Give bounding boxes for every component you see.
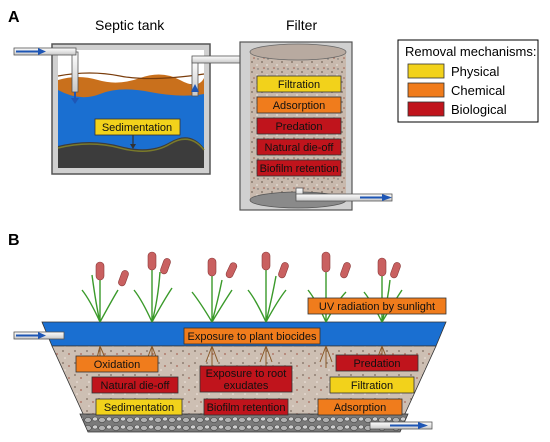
filter-mechanisms: Filtration Adsorption Predation Natural … xyxy=(256,75,342,177)
filter-label-biofilm-retention: Biofilm retention xyxy=(260,163,339,175)
legend-swatch-biological xyxy=(407,101,445,117)
filter-box-adsorption xyxy=(256,96,342,114)
natural-die-off-box xyxy=(91,376,179,394)
septic-tank xyxy=(51,43,211,175)
septic-tank-title: Septic tank xyxy=(95,17,165,33)
natural-die-off-label: Natural die-off xyxy=(101,380,171,392)
plant-biocides-box xyxy=(183,327,321,345)
legend-swatch-physical xyxy=(407,63,445,79)
filtration-b-box xyxy=(329,376,415,394)
septic-sedimentation-label: Sedimentation xyxy=(102,122,172,134)
root-exudates-label-1: Exposure to root xyxy=(206,368,287,380)
filter-label-filtration: Filtration xyxy=(278,79,320,91)
legend: Removal mechanisms: Physical Chemical Bi… xyxy=(397,39,539,123)
sedimentation-b-label: Sedimentation xyxy=(104,402,174,414)
uv-label: UV radiation by sunlight xyxy=(319,301,435,313)
plant-biocides-label: Exposure to plant biocides xyxy=(187,331,317,343)
predation-b-label: Predation xyxy=(353,358,400,370)
filter-box-predation xyxy=(256,117,342,135)
adsorption-b-label: Adsorption xyxy=(334,402,387,414)
filter-box-natural-die-off xyxy=(256,138,342,156)
legend-label-biological: Biological xyxy=(451,102,507,117)
filter-label-adsorption: Adsorption xyxy=(273,100,326,112)
oxidation-box xyxy=(75,355,159,373)
cattail-heads xyxy=(95,251,401,287)
filter-title: Filter xyxy=(286,17,317,33)
legend-title: Removal mechanisms: xyxy=(405,44,537,59)
root-exudates-box xyxy=(199,365,293,393)
legend-label-chemical: Chemical xyxy=(451,83,505,98)
septic-sedimentation-box xyxy=(94,118,181,136)
root-exudates-label-2: exudates xyxy=(224,380,269,392)
biofilm-label: Biofilm retention xyxy=(207,402,286,414)
biofilm-box xyxy=(203,398,289,416)
filtration-b-label: Filtration xyxy=(351,380,393,392)
inlet-pipe-b xyxy=(13,331,65,340)
oxidation-label: Oxidation xyxy=(94,359,140,371)
predation-b-box xyxy=(335,354,419,372)
outlet-pipe-b xyxy=(369,421,433,430)
adsorption-b-box xyxy=(317,398,403,416)
filter-box-filtration xyxy=(256,75,342,93)
legend-swatch-chemical xyxy=(407,82,445,98)
sedimentation-b-box xyxy=(95,398,183,416)
filter-box-biofilm-retention xyxy=(256,159,342,177)
filter-label-predation: Predation xyxy=(275,121,322,133)
filter-label-natural-die-off: Natural die-off xyxy=(265,142,335,154)
uv-box xyxy=(307,297,447,315)
panel-b-letter: B xyxy=(8,232,20,249)
legend-label-physical: Physical xyxy=(451,64,500,79)
panel-a-letter: A xyxy=(8,9,20,26)
inlet-pipe xyxy=(13,47,77,56)
